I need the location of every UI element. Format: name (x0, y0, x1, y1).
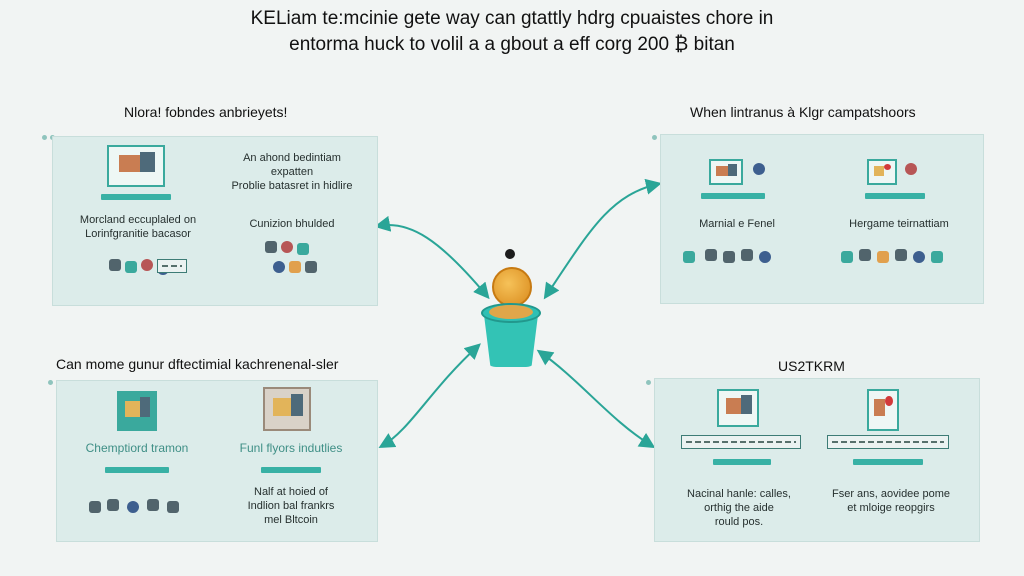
bottom-right-image-a (717, 389, 759, 427)
icon (753, 163, 765, 175)
icon (273, 261, 285, 273)
arrow-bottom-left (378, 343, 481, 448)
arrow-bottom-right (536, 349, 656, 449)
diagram-title: KELiam te:mcinie gete way can gtattly hd… (0, 6, 1024, 58)
bottom-left-panel: Chemptiord tramon Funl flyors indutlies … (56, 380, 378, 542)
top-left-caption-b: Cunizion bhulded (249, 218, 335, 230)
icon (125, 261, 137, 273)
icon (305, 261, 317, 273)
icon (297, 243, 309, 255)
icon (859, 249, 871, 261)
title-line-1: KELiam te:mcinie gete way can gtattly hd… (250, 8, 774, 29)
top-left-panel: Morcland eccuplaled on Lorinfgranitie ba… (52, 136, 378, 306)
bitcoin-coin-icon (492, 267, 532, 307)
icon (895, 249, 907, 261)
bottom-right-strip-a (681, 435, 801, 449)
top-left-text-a: An ahond bedintiam expatten Problie bata… (231, 152, 353, 192)
icon (705, 249, 717, 261)
bottom-right-caption-b: Fser ans, aovidee pome et mloige reopgir… (831, 488, 950, 514)
top-right-caption-b: Hergame teirnattiam (849, 218, 949, 230)
bottom-left-bar-b (261, 467, 321, 473)
icon (167, 501, 179, 513)
icon (841, 251, 853, 263)
bottom-right-heading: US2TKRM (778, 358, 845, 374)
top-right-heading: When lintranus à Klgr campatshoors (690, 104, 916, 120)
bottom-right-bar-a (713, 459, 771, 465)
icon (265, 241, 277, 253)
icon (913, 251, 925, 263)
top-right-caption-a: Marnial e Fenel (699, 218, 775, 230)
arrow-top-left (374, 215, 490, 300)
top-right-bar-a (701, 193, 765, 199)
icon (109, 259, 121, 271)
top-left-caption-a: Morcland eccuplaled on Lorinfgranitie ba… (79, 214, 197, 240)
top-right-panel: Marnial e Fenel Hergame teirnattiam (660, 134, 984, 304)
bucket-icon (484, 315, 538, 367)
icon-strip (157, 259, 187, 273)
bottom-left-caption-b: Nalf at hoied of Indlion bal frankrs mel… (247, 486, 335, 526)
top-right-image-a (709, 159, 743, 185)
icon (289, 261, 301, 273)
icon (741, 249, 753, 261)
top-left-bar-a (101, 194, 171, 200)
icon (905, 163, 917, 175)
icon (141, 259, 153, 271)
bottom-right-image-b (867, 389, 899, 431)
bottom-left-dots (48, 372, 68, 385)
icon (683, 251, 695, 263)
top-right-bar-b (865, 193, 925, 199)
icon (877, 251, 889, 263)
icon (281, 241, 293, 253)
arrow-top-right (543, 178, 662, 300)
icon (147, 499, 159, 511)
top-left-heading: Nlora! fobndes anbrieyets! (124, 104, 288, 120)
bottom-left-label-a: Chemptiord tramon (85, 441, 189, 455)
center-bitcoin-pot (481, 249, 541, 373)
top-left-image-a (107, 145, 165, 187)
bottom-right-panel: Nacinal hanle: calles, orthig the aide r… (654, 378, 980, 542)
bottom-left-heading: Can mome gunur dftectimial kachrenenal-s… (56, 356, 339, 372)
bottom-right-bar-b (853, 459, 923, 465)
icon (931, 251, 943, 263)
icon (723, 251, 735, 263)
title-line-2: entorma huck to volil a a gbout a eff co… (289, 34, 735, 55)
icon (127, 501, 139, 513)
bottom-left-label-b: Funl flyors indutlies (239, 441, 343, 455)
bottom-right-strip-b (827, 435, 949, 449)
top-right-image-b (867, 159, 897, 185)
bottom-left-image-a (117, 391, 157, 431)
top-left-dots (42, 127, 62, 140)
bottom-right-caption-a: Nacinal hanle: calles, orthig the aide r… (687, 488, 791, 528)
coin-cap-icon (505, 249, 515, 259)
icon (89, 501, 101, 513)
icon (759, 251, 771, 263)
icon (107, 499, 119, 511)
bucket-contents (489, 305, 533, 319)
bottom-left-image-b (263, 387, 311, 431)
bottom-left-bar-a (105, 467, 169, 473)
